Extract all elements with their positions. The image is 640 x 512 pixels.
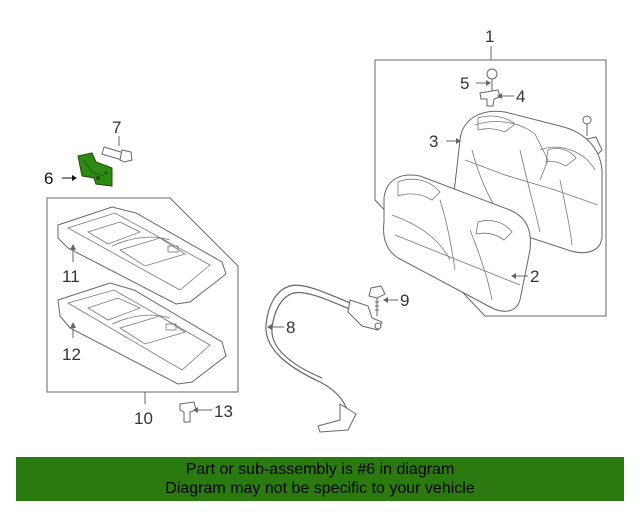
- bracket-6-highlighted[interactable]: [77, 152, 113, 187]
- cushion-pad-11[interactable]: [57, 206, 227, 305]
- callout-4[interactable]: 4: [516, 87, 525, 106]
- callout-6[interactable]: 6: [44, 169, 53, 188]
- banner-line-2: Diagram may not be specific to your vehi…: [165, 480, 475, 497]
- cushion-pad-12[interactable]: [57, 282, 227, 385]
- callout-10[interactable]: 10: [134, 409, 153, 428]
- callout-7[interactable]: 7: [112, 118, 121, 137]
- callout-8[interactable]: 8: [286, 318, 295, 337]
- callout-11[interactable]: 11: [62, 267, 80, 286]
- callout-3[interactable]: 3: [429, 132, 438, 151]
- seat-back-group: 1 5 4: [374, 27, 607, 317]
- clip-5[interactable]: [486, 68, 498, 93]
- callout-13[interactable]: 13: [214, 402, 233, 421]
- group-1-frame: [374, 59, 607, 317]
- hook-4[interactable]: [479, 89, 501, 107]
- callout-9[interactable]: 9: [400, 291, 409, 310]
- callout-12[interactable]: 12: [62, 345, 81, 364]
- seat-back-lower-2[interactable]: [383, 174, 531, 312]
- parts-diagram: 1 5 4: [44, 27, 607, 433]
- clip-13[interactable]: [179, 401, 197, 423]
- banner-line-1: Part or sub-assembly is #6 in diagram: [185, 461, 455, 478]
- callout-5[interactable]: 5: [460, 74, 469, 93]
- callout-2[interactable]: 2: [530, 267, 539, 286]
- bolt-9[interactable]: [368, 285, 386, 316]
- bolt-7[interactable]: [101, 136, 133, 163]
- release-cable-8[interactable]: [265, 284, 383, 433]
- callout-1[interactable]: 1: [485, 27, 494, 46]
- highlight-banner: Part or sub-assembly is #6 in diagram Di…: [16, 457, 624, 501]
- group-10-frame: [46, 197, 239, 393]
- seat-cushion-group: 10 11 12: [46, 197, 239, 428]
